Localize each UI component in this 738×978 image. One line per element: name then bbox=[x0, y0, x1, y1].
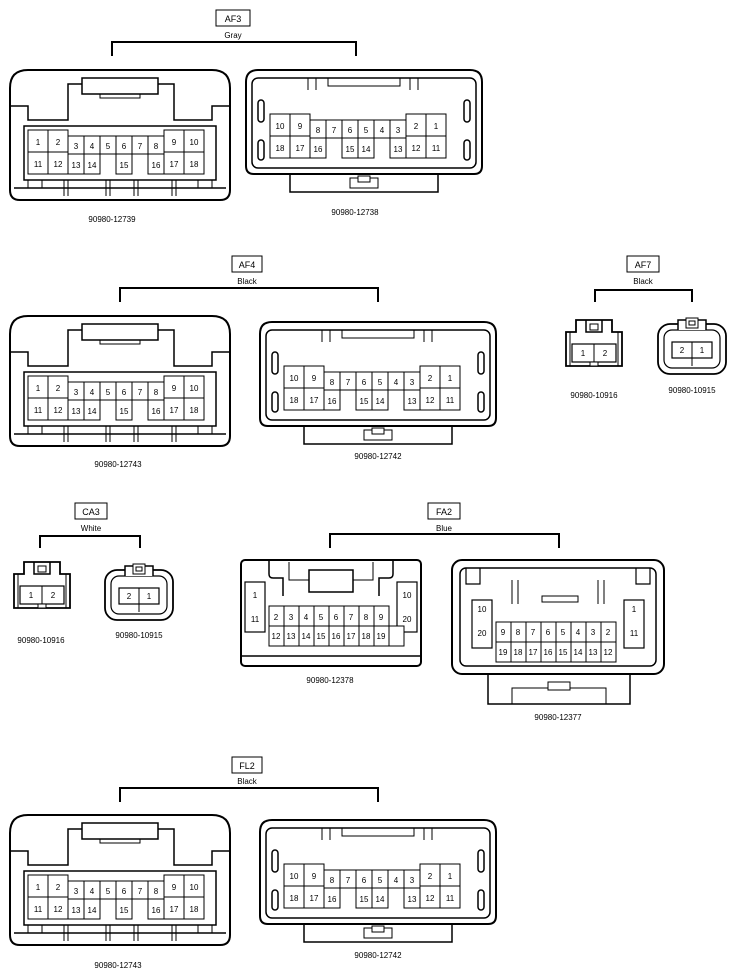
wire-color: Gray bbox=[224, 31, 241, 40]
part-number: 90980-10915 bbox=[668, 386, 716, 395]
connector-18pin-female bbox=[9, 814, 231, 946]
wire-color: Black bbox=[237, 777, 258, 786]
connector-code: CA3 bbox=[82, 507, 100, 517]
connector-code-box bbox=[231, 756, 263, 774]
connector-2pin-female bbox=[13, 561, 71, 609]
group-bracket bbox=[111, 41, 357, 56]
connector-18pin-male bbox=[245, 69, 483, 193]
connector-group-af7: AF7 Black 90980-10916 90980-10915 bbox=[565, 255, 727, 400]
connector-group-fa2: FA2 Blue 90980-12378 90980-12377 bbox=[240, 502, 665, 722]
group-bracket bbox=[119, 787, 379, 802]
part-number: 90980-12378 bbox=[306, 676, 354, 685]
group-bracket bbox=[39, 535, 141, 548]
connector-18pin-female bbox=[9, 315, 231, 447]
connector-18pin-male bbox=[259, 819, 497, 943]
connector-18pin-female bbox=[9, 69, 231, 201]
wire-color: White bbox=[81, 524, 102, 533]
connector-20pin-male bbox=[451, 559, 665, 705]
connector-code: FA2 bbox=[436, 507, 452, 517]
connector-20pin-female bbox=[240, 559, 422, 667]
wire-color: Blue bbox=[436, 524, 453, 533]
part-number: 90980-12743 bbox=[94, 961, 142, 970]
connector-2pin-female bbox=[565, 319, 623, 367]
connector-code: AF7 bbox=[635, 260, 652, 270]
part-number: 90980-12743 bbox=[94, 460, 142, 469]
connector-group-ca3: CA3 White 90980-10916 90980-10915 bbox=[13, 502, 174, 645]
connector-code: AF3 bbox=[225, 14, 242, 24]
part-number: 90980-10916 bbox=[17, 636, 65, 645]
connector-code: FL2 bbox=[239, 761, 255, 771]
connector-code-box bbox=[215, 9, 251, 27]
connector-group-af3: AF3 Gray 90980-12739 90980-12738 bbox=[9, 9, 483, 224]
part-number: 90980-12742 bbox=[354, 951, 402, 960]
connector-18pin-male bbox=[259, 321, 497, 445]
group-bracket bbox=[594, 289, 693, 302]
connector-2pin-male bbox=[104, 563, 174, 621]
part-number: 90980-12739 bbox=[88, 215, 136, 224]
wire-color: Black bbox=[633, 277, 654, 286]
connector-code-box bbox=[427, 502, 461, 520]
connector-code: AF4 bbox=[239, 260, 256, 270]
connector-code-box bbox=[74, 502, 108, 520]
part-number: 90980-10916 bbox=[570, 391, 618, 400]
group-bracket bbox=[329, 533, 560, 548]
group-bracket bbox=[119, 287, 379, 302]
part-number: 90980-12377 bbox=[534, 713, 582, 722]
wire-color: Black bbox=[237, 277, 258, 286]
connector-group-af4: AF4 Black 90980-12743 90980-12742 bbox=[9, 255, 497, 469]
part-number: 90980-12742 bbox=[354, 452, 402, 461]
part-number: 90980-12738 bbox=[331, 208, 379, 217]
connector-code-box bbox=[626, 255, 660, 273]
part-number: 90980-10915 bbox=[115, 631, 163, 640]
connector-2pin-male bbox=[657, 317, 727, 375]
connector-code-box bbox=[231, 255, 263, 273]
connector-group-fl2: FL2 Black 90980-12743 90980-12742 bbox=[9, 756, 497, 970]
